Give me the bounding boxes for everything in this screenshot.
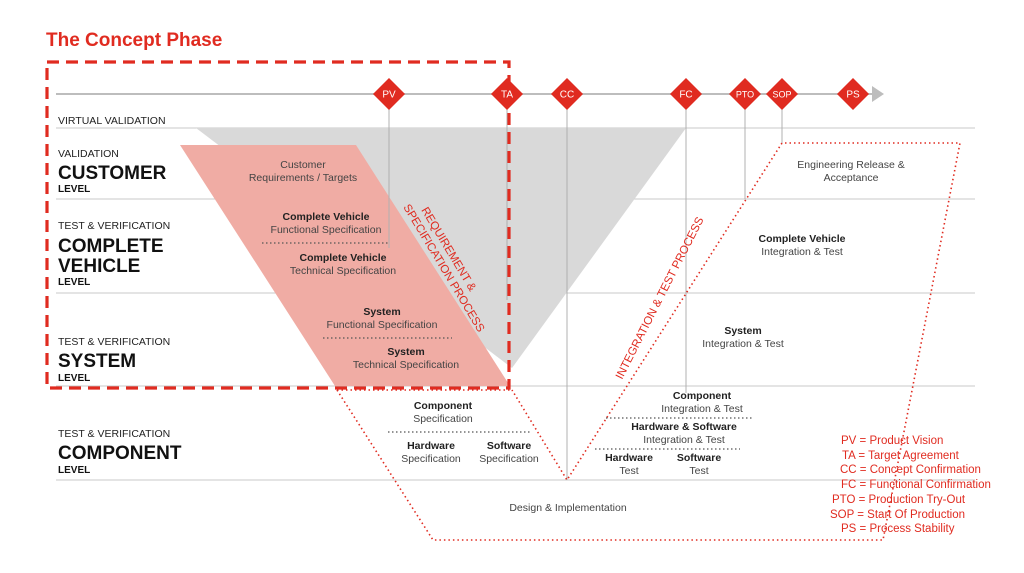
timeline-arrow bbox=[872, 86, 884, 102]
legend-item: CC = Concept Confirmation bbox=[840, 464, 981, 477]
milestone-sop: SOP bbox=[766, 78, 798, 110]
milestone-pv: PV bbox=[373, 78, 405, 110]
vehicle-functional-spec-text: Functional Specification bbox=[270, 224, 382, 236]
concept-phase-frame bbox=[45, 60, 511, 390]
system-integration-text: Integration & Test bbox=[702, 338, 784, 350]
vehicle-integration-box: Complete Vehicle Integration & Test bbox=[722, 233, 882, 259]
hardware-spec-text: Specification bbox=[401, 453, 461, 465]
hwsw-integration-title: Hardware & Software bbox=[631, 421, 737, 433]
software-spec-text: Specification bbox=[479, 453, 539, 465]
milestone-diamond bbox=[373, 78, 405, 110]
hardware-spec-title: Hardware bbox=[407, 440, 455, 452]
vehicle-level-suffix: LEVEL bbox=[58, 277, 91, 288]
integration-process-label: INTEGRATION & TEST PROCESS bbox=[614, 215, 707, 381]
vehicle-technical-spec-title: Complete Vehicle bbox=[299, 252, 387, 264]
component-level-title: COMPONENT bbox=[58, 443, 182, 464]
software-spec-box: Software Specification bbox=[469, 440, 549, 466]
system-functional-spec-title: System bbox=[363, 306, 401, 318]
milestone-diamond bbox=[729, 78, 761, 110]
component-integration-title: Component bbox=[672, 390, 732, 402]
engineering-release-line2: Acceptance bbox=[823, 172, 879, 184]
hwsw-integration-text: Integration & Test bbox=[643, 434, 725, 446]
software-test-text: Test bbox=[689, 465, 709, 477]
engineering-release-line1: Engineering Release & bbox=[797, 159, 905, 171]
milestone-ta: TA bbox=[491, 78, 523, 110]
legend-item: TA = Target Agreement bbox=[842, 449, 959, 462]
system-functional-spec-text: Functional Specification bbox=[326, 319, 438, 331]
customer-requirements-box: Customer Requirements / Targets bbox=[223, 159, 383, 185]
system-technical-spec-text: Technical Specification bbox=[352, 359, 460, 371]
vehicle-functional-spec-box: Complete Vehicle Functional Specificatio… bbox=[246, 211, 406, 237]
system-integration-box: System Integration & Test bbox=[663, 325, 823, 351]
system-level-title: SYSTEM bbox=[58, 351, 137, 372]
milestone-ps: PS bbox=[837, 78, 869, 110]
system-integration-title: System bbox=[724, 325, 762, 337]
design-implementation-box: Design & Implementation bbox=[468, 502, 668, 515]
milestone-code: FC bbox=[679, 90, 692, 101]
milestone-code: PTO bbox=[736, 90, 754, 100]
milestone-code: SOP bbox=[772, 90, 791, 100]
milestone-code: CC bbox=[560, 90, 574, 101]
customer-level-suffix: LEVEL bbox=[58, 184, 91, 195]
milestone-markers: PV TA CC FC PTO SOP PS bbox=[373, 78, 869, 110]
software-test-title: Software bbox=[676, 452, 722, 464]
system-technical-spec-title: System bbox=[387, 346, 425, 358]
milestone-fc: FC bbox=[670, 78, 702, 110]
design-implementation-text: Design & Implementation bbox=[509, 502, 627, 514]
component-integration-text: Integration & Test bbox=[661, 403, 743, 415]
legend-item: SOP = Start Of Production bbox=[830, 508, 965, 521]
vehicle-technical-spec-box: Complete Vehicle Technical Specification bbox=[263, 252, 423, 278]
virtual-validation-label: VIRTUAL VALIDATION bbox=[58, 115, 166, 127]
customer-requirements-line2: Requirements / Targets bbox=[248, 172, 358, 184]
milestone-code: PV bbox=[382, 90, 396, 101]
software-spec-title: Software bbox=[486, 440, 532, 452]
component-level-small: TEST & VERIFICATION bbox=[58, 428, 171, 440]
milestone-diamond bbox=[766, 78, 798, 110]
milestone-diamond bbox=[551, 78, 583, 110]
vehicle-integration-title: Complete Vehicle bbox=[758, 233, 846, 245]
vehicle-level-small: TEST & VERIFICATION bbox=[58, 220, 171, 232]
hardware-test-box: Hardware Test bbox=[594, 452, 664, 478]
milestone-pto: PTO bbox=[729, 78, 761, 110]
engineering-release-box: Engineering Release & Acceptance bbox=[771, 159, 931, 185]
milestone-code: TA bbox=[501, 90, 513, 101]
hardware-test-title: Hardware bbox=[605, 452, 653, 464]
legend-item: PTO = Production Try-Out bbox=[832, 493, 966, 506]
system-level-suffix: LEVEL bbox=[58, 373, 91, 384]
customer-level-small: VALIDATION bbox=[58, 148, 119, 160]
legend-item: FC = Functional Confirmation bbox=[841, 479, 991, 492]
vehicle-level-title-2: VEHICLE bbox=[58, 256, 141, 277]
milestone-diamond bbox=[837, 78, 869, 110]
hwsw-integration-box: Hardware & Software Integration & Test bbox=[614, 421, 754, 447]
vehicle-level-title-1: COMPLETE bbox=[58, 236, 164, 257]
vehicle-technical-spec-text: Technical Specification bbox=[289, 265, 397, 277]
milestone-lines bbox=[388, 94, 783, 480]
component-level-suffix: LEVEL bbox=[58, 465, 91, 476]
hardware-test-text: Test bbox=[619, 465, 639, 477]
milestone-diamond bbox=[670, 78, 702, 110]
milestone-legend: PV = Product Vision TA = Target Agreemen… bbox=[826, 434, 991, 537]
component-spec-text: Specification bbox=[413, 413, 473, 425]
customer-level-title: CUSTOMER bbox=[58, 163, 167, 184]
legend-item: PS = Process Stability bbox=[841, 523, 955, 536]
milestone-cc: CC bbox=[551, 78, 583, 110]
box-dividers bbox=[262, 242, 754, 450]
system-functional-spec-box: System Functional Specification bbox=[302, 306, 462, 332]
concept-area-fill bbox=[180, 145, 510, 386]
customer-requirements-line1: Customer bbox=[280, 159, 326, 171]
system-technical-spec-box: System Technical Specification bbox=[326, 346, 486, 372]
component-spec-box: Component Specification bbox=[383, 400, 503, 426]
component-spec-title: Component bbox=[413, 400, 473, 412]
page-title: The Concept Phase bbox=[46, 30, 223, 51]
vehicle-functional-spec-title: Complete Vehicle bbox=[282, 211, 370, 223]
legend-item: PV = Product Vision bbox=[841, 435, 944, 447]
software-test-box: Software Test bbox=[664, 452, 734, 478]
milestone-diamond bbox=[491, 78, 523, 110]
vehicle-integration-text: Integration & Test bbox=[761, 246, 843, 258]
system-level-small: TEST & VERIFICATION bbox=[58, 336, 171, 348]
component-integration-box: Component Integration & Test bbox=[642, 390, 762, 416]
milestone-code: PS bbox=[846, 90, 860, 101]
hardware-spec-box: Hardware Specification bbox=[391, 440, 471, 466]
